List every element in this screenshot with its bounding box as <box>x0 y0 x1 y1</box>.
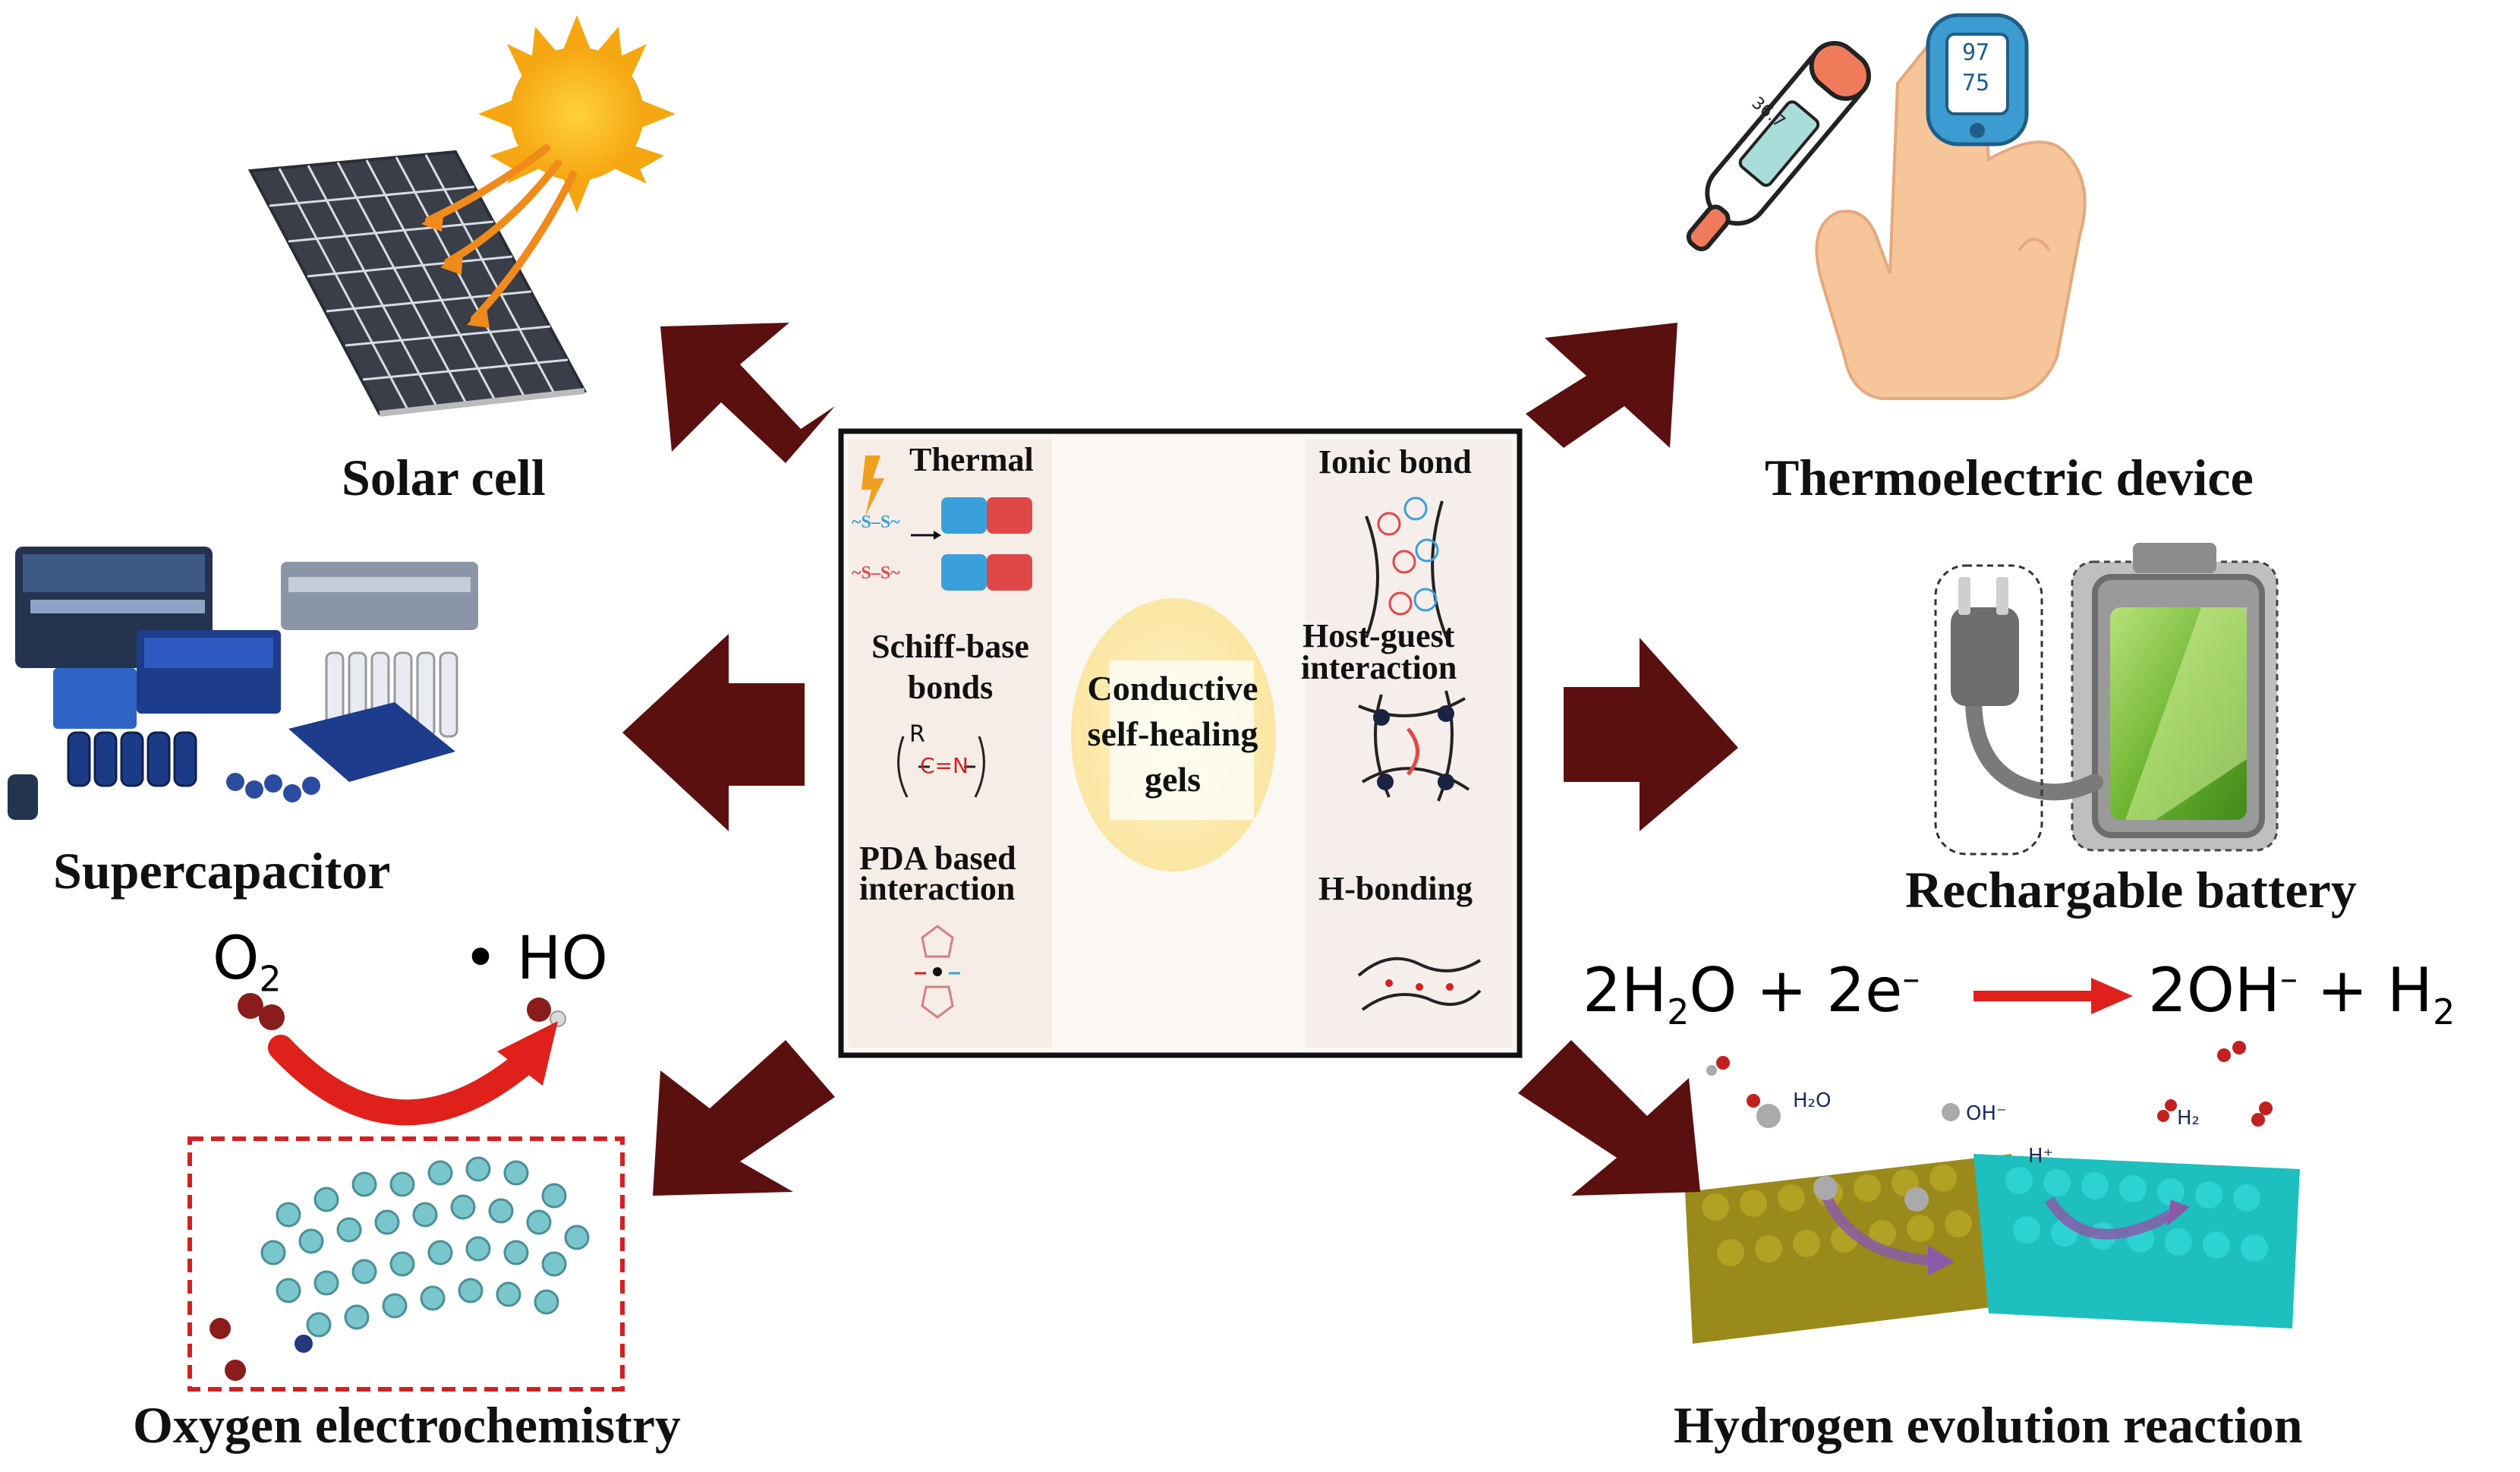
pda-label-line2: interaction <box>859 870 1016 907</box>
oximeter-readout-top: 97 <box>1962 39 1990 66</box>
h-bonding-icon <box>1357 957 1482 1011</box>
schiff-cn-label: C=N <box>920 753 969 778</box>
schiff-base-label-line2: bonds <box>907 669 994 706</box>
hydrogen-evolution-reaction-label: Hydrogen evolution reaction <box>1674 1396 2303 1454</box>
thermal-label: Thermal <box>909 441 1034 478</box>
h-bonding-label: H-bonding <box>1318 870 1473 907</box>
o2-molecule-icon <box>238 993 285 1030</box>
her-h2-label: H₂ <box>2177 1107 2200 1130</box>
supercapacitor-illustration <box>8 547 478 820</box>
thermal-icon <box>862 455 1032 591</box>
thermoelectric-device-label: Thermoelectric device <box>1765 449 2254 506</box>
arrow-to-supercapacitor <box>622 634 805 831</box>
her-oh-label: OH⁻ <box>1966 1102 2007 1125</box>
oxygen-electrochemistry-label: Oxygen electrochemistry <box>133 1396 681 1454</box>
her-h2o-label: H₂O <box>1793 1089 1832 1112</box>
center-right-column <box>1306 439 1512 1048</box>
arrow-to-battery <box>1564 638 1738 831</box>
solar-cell-illustration <box>247 15 676 417</box>
battery-icon <box>1934 543 2279 856</box>
host-guest-icon <box>1358 690 1470 802</box>
host-guest-label-line1: Host-guest <box>1303 617 1455 654</box>
ho-molecule-icon <box>527 998 566 1027</box>
arrow-to-oxygen <box>653 1040 835 1196</box>
oxygen-reaction-arrow <box>268 1035 537 1126</box>
her-hplus-label: H⁺ <box>2028 1145 2054 1168</box>
hand-oximeter-icon <box>1815 13 2087 400</box>
solar-panel-icon <box>247 150 587 417</box>
thermometer-icon <box>1686 40 1871 251</box>
arrow-to-thermoelectric <box>1526 323 1677 448</box>
her-right-formula: 2OH– + H2 <box>2148 955 2455 1032</box>
center-title-line2: self-healing <box>1087 714 1258 753</box>
supercapacitor-label: Supercapacitor <box>53 842 391 900</box>
arrow-to-hydrogen <box>1518 1040 1700 1196</box>
host-guest-label-line2: interaction <box>1301 649 1457 686</box>
schiff-r-label: R <box>909 721 925 748</box>
her-illustration <box>1685 1041 2300 1344</box>
schiff-base-icon <box>897 736 985 798</box>
pda-label-line1: PDA based <box>859 840 1016 877</box>
oxygen-reactant-formula: O2 <box>213 925 282 1000</box>
water-molecule-icon <box>1706 1041 2273 1212</box>
disulfide-label-bottom: ~S–S~ <box>852 563 900 583</box>
oxygen-product-formula: • HO <box>463 925 608 993</box>
graphene-dashed-box <box>187 1136 625 1392</box>
rechargable-battery-label: Rechargable battery <box>1905 861 2357 919</box>
ionic-bond-icon <box>1365 496 1451 646</box>
arrow-to-solar-cell <box>660 323 835 463</box>
graphene-sheet-icon <box>260 1156 590 1338</box>
center-title-line1: Conductive <box>1087 669 1258 708</box>
disulfide-label-top: ~S–S~ <box>852 512 900 532</box>
sun-icon <box>478 15 676 213</box>
her-left-formula: 2H2O + 2e– <box>1583 955 1920 1032</box>
application-arrows <box>622 323 1738 1196</box>
pda-icon <box>915 925 960 1019</box>
oxygen-electrochemistry-illustration <box>187 993 625 1392</box>
schiff-base-label-line1: Schiff-base <box>871 628 1029 665</box>
ionic-bond-label: Ionic bond <box>1318 443 1472 481</box>
solar-cell-label: Solar cell <box>342 449 546 506</box>
center-title-line3: gels <box>1144 760 1202 799</box>
oximeter-readout-bottom: 75 <box>1962 70 1990 96</box>
